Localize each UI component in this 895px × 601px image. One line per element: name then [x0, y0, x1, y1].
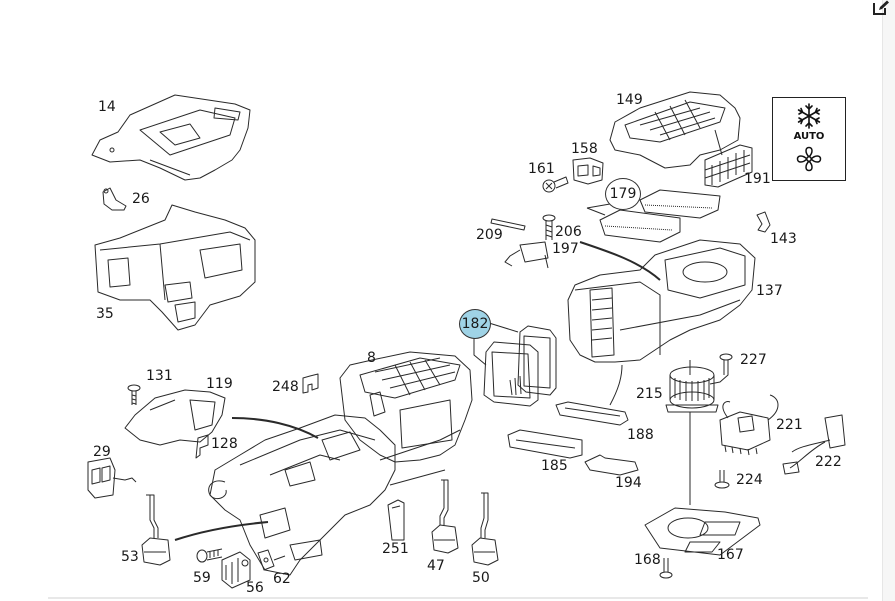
- part-179-filters: [586, 189, 721, 243]
- part-label-29[interactable]: 29: [93, 444, 111, 460]
- bottom-divider: [48, 597, 868, 599]
- part-label-128[interactable]: 128: [211, 436, 238, 452]
- part-label-215[interactable]: 215: [636, 386, 663, 402]
- part-label-149[interactable]: 149: [616, 92, 643, 108]
- part-label-227[interactable]: 227: [740, 352, 767, 368]
- part-188-duct: [555, 401, 629, 426]
- part-label-53[interactable]: 53: [121, 549, 139, 565]
- edit-icon: [873, 0, 889, 15]
- part-heater-box-assembly: [208, 414, 461, 576]
- part-53-actuator: [141, 494, 171, 566]
- auto-label: AUTO: [793, 131, 825, 142]
- callout-leader-182: [473, 322, 519, 366]
- part-8-main-housing: [339, 351, 473, 463]
- part-149-top-housing: [609, 91, 741, 169]
- part-label-179[interactable]: 179: [605, 178, 641, 210]
- part-label-188[interactable]: 188: [627, 427, 654, 443]
- part-206-screw: [542, 214, 556, 240]
- part-label-59[interactable]: 59: [193, 570, 211, 586]
- part-label-168[interactable]: 168: [634, 552, 661, 568]
- edit-button[interactable]: [872, 0, 892, 16]
- fan-icon: [796, 146, 822, 172]
- assembly-arrow: [609, 364, 623, 406]
- part-248-clip: [302, 373, 319, 394]
- right-scroll-edge: [882, 0, 895, 601]
- part-191-grille: [704, 144, 753, 188]
- part-185-duct: [507, 429, 583, 459]
- part-143-clip: [756, 211, 771, 233]
- part-label-8[interactable]: 8: [367, 350, 376, 366]
- part-215-blower-motor: [665, 360, 719, 505]
- part-167-cover-plate: [644, 507, 761, 556]
- part-128-clip: [195, 434, 209, 459]
- part-label-119[interactable]: 119: [206, 376, 233, 392]
- assembly-arrow: [174, 521, 269, 541]
- part-194-bracket: [584, 454, 639, 476]
- part-label-14[interactable]: 14: [98, 99, 116, 115]
- part-221-resistor: [719, 394, 779, 456]
- part-35-lower-housing: [94, 204, 256, 331]
- part-label-35[interactable]: 35: [96, 306, 114, 322]
- part-label-251[interactable]: 251: [382, 541, 409, 557]
- part-47-actuator: [431, 479, 459, 554]
- part-131-screw: [127, 384, 141, 405]
- part-251-cover: [387, 499, 405, 541]
- part-label-131[interactable]: 131: [146, 368, 173, 384]
- part-label-137[interactable]: 137: [756, 283, 783, 299]
- part-label-206[interactable]: 206: [555, 224, 582, 240]
- part-182-seals: [483, 325, 557, 407]
- part-label-197[interactable]: 197: [552, 241, 579, 257]
- part-label-194[interactable]: 194: [615, 475, 642, 491]
- part-label-222[interactable]: 222: [815, 454, 842, 470]
- part-label-47[interactable]: 47: [427, 558, 445, 574]
- part-label-167[interactable]: 167: [717, 547, 744, 563]
- part-62-gasket: [257, 549, 286, 571]
- auto-climate-symbol-box: AUTO: [772, 97, 846, 181]
- assembly-arrow: [231, 417, 319, 439]
- part-26-bracket: [102, 187, 127, 211]
- part-161-screw: [542, 176, 569, 193]
- part-224-screw: [714, 470, 730, 489]
- part-14-cover-housing: [91, 94, 251, 181]
- part-label-62[interactable]: 62: [273, 571, 291, 587]
- part-label-50[interactable]: 50: [472, 570, 490, 586]
- part-label-26[interactable]: 26: [132, 191, 150, 207]
- part-197-actuator: [504, 241, 549, 269]
- part-label-185[interactable]: 185: [541, 458, 568, 474]
- part-label-161[interactable]: 161: [528, 161, 555, 177]
- part-158-switch: [572, 157, 604, 185]
- assembly-arrow: [579, 241, 661, 281]
- part-label-221[interactable]: 221: [776, 417, 803, 433]
- part-29-switch: [87, 457, 137, 499]
- part-label-191[interactable]: 191: [744, 171, 771, 187]
- part-label-248[interactable]: 248: [272, 379, 299, 395]
- part-168-screw: [659, 558, 673, 579]
- part-50-actuator: [471, 492, 499, 566]
- part-label-224[interactable]: 224: [736, 472, 763, 488]
- part-label-158[interactable]: 158: [571, 141, 598, 157]
- part-209-strip: [490, 218, 526, 231]
- part-label-182-highlighted[interactable]: 182: [459, 309, 491, 339]
- part-label-56[interactable]: 56: [246, 580, 264, 596]
- part-222-harness: [782, 414, 846, 475]
- part-59-screw: [196, 548, 223, 563]
- part-label-209[interactable]: 209: [476, 227, 503, 243]
- part-227-screw: [709, 353, 733, 385]
- snowflake-icon: [797, 103, 821, 129]
- part-56-motor: [221, 551, 251, 589]
- part-label-143[interactable]: 143: [770, 231, 797, 247]
- part-119-air-duct: [124, 389, 226, 446]
- part-137-blower-housing: [567, 239, 756, 363]
